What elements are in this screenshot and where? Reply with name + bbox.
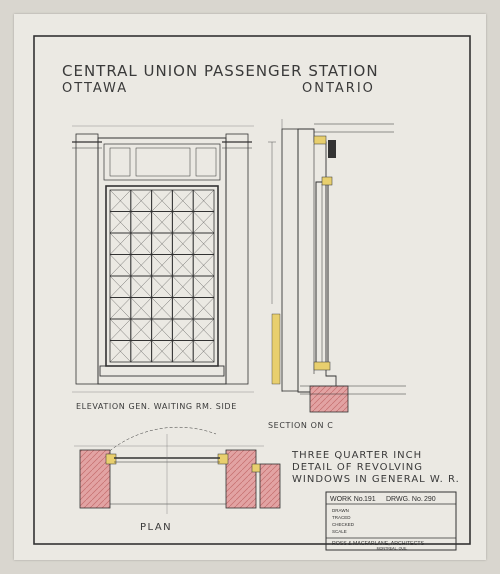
glazing-diagonal: [130, 211, 152, 234]
glazing-diagonal: [172, 189, 194, 212]
glazing-diagonal: [172, 254, 194, 277]
window-section: [268, 119, 406, 413]
glazing-diagonal: [193, 318, 215, 341]
drawing-number: 290: [424, 496, 436, 503]
window-plan: [74, 427, 281, 514]
glazing-diagonal: [130, 189, 152, 212]
drawing-title: CENTRAL UNION PASSENGER STATION: [62, 62, 379, 80]
drawing-sheet: CENTRAL UNION PASSENGER STATION OTTAWA O…: [14, 14, 486, 560]
drawing-description: THREE QUARTER INCH DETAIL OF REVOLVING W…: [291, 450, 460, 485]
glazing-diagonal: [172, 232, 194, 255]
glazing-diagonal: [109, 340, 131, 363]
glazing-diagonal: [151, 318, 173, 341]
glazing-diagonal: [151, 275, 173, 298]
glazing-diagonal: [151, 211, 173, 234]
glazing-diagonal: [109, 189, 131, 212]
glazing-diagonal: [151, 232, 173, 255]
work-number-label: WORK No.: [330, 496, 365, 503]
glazing-diagonal: [130, 232, 152, 255]
title-block: WORK No. 191 DRWG. No. 290 DRAWN TRACED …: [325, 491, 457, 551]
glazing-diagonal: [193, 340, 215, 363]
title-city: OTTAWA: [62, 81, 128, 96]
glazing-diagonal: [172, 275, 194, 298]
glazing-diagonal: [109, 211, 131, 234]
glazing-diagonal: [172, 211, 194, 234]
drawing-number-label: DRWG. No.: [386, 496, 423, 503]
glazing-diagonal: [130, 275, 152, 298]
glazing-diagonal: [130, 318, 152, 341]
architects-name: ROSS & MACFARLANE, ARCHITECTS: [332, 541, 424, 547]
glazing-diagonal: [193, 297, 215, 320]
glazing-diagonal: [109, 318, 131, 341]
elevation-label: ELEVATION GEN. WAITING RM. SIDE: [76, 402, 237, 411]
title-block-row-drawn: DRAWN: [332, 508, 349, 513]
glazing-diagonal: [130, 297, 152, 320]
glazing-diagonal: [130, 254, 152, 277]
glazing-diagonal: [172, 318, 194, 341]
description-line-1: THREE QUARTER INCH: [291, 450, 422, 461]
glazing-diagonal: [109, 254, 131, 277]
glazing-diagonal: [130, 340, 152, 363]
work-number: 191: [364, 496, 376, 503]
glazing-diagonal: [109, 232, 131, 255]
architects-location: MONTREAL, QUE.: [377, 547, 408, 551]
glazing-diagonal: [109, 297, 131, 320]
glazing-diagonal: [193, 189, 215, 212]
plan-label: PLAN: [140, 522, 172, 533]
glazing-diagonal: [172, 297, 194, 320]
description-line-3: WINDOWS IN GENERAL W. R.: [292, 474, 460, 485]
glazing-diagonal: [151, 297, 173, 320]
architectural-drawing: CENTRAL UNION PASSENGER STATION OTTAWA O…: [33, 35, 471, 551]
title-province: ONTARIO: [302, 81, 375, 96]
glazing-diagonal: [151, 254, 173, 277]
title-block-row-scale: SCALE: [332, 529, 347, 534]
glazing-diagonal: [109, 275, 131, 298]
title-block-row-checked: CHECKED: [332, 522, 355, 527]
window-elevation: [72, 125, 254, 393]
glazing-diagonal: [172, 340, 194, 363]
glazing-diagonal: [151, 189, 173, 212]
glazing-diagonal: [193, 254, 215, 277]
glazing-diagonal: [193, 232, 215, 255]
sheet-border: [33, 35, 471, 545]
section-label: SECTION ON C: [268, 421, 333, 430]
title-block-row-traced: TRACED: [332, 515, 351, 520]
glazing-diagonal: [193, 211, 215, 234]
description-line-2: DETAIL OF REVOLVING: [292, 462, 423, 473]
glazing-diagonal: [193, 275, 215, 298]
glazing-diagonal: [151, 340, 173, 363]
